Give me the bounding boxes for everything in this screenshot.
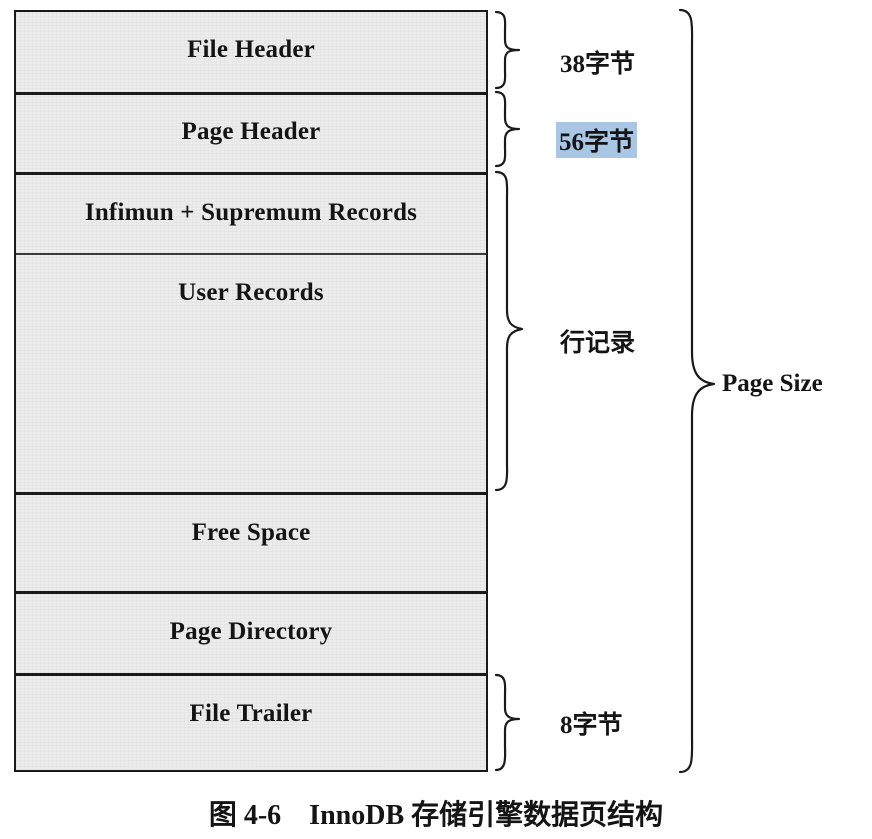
file-header-section: File Header: [16, 12, 486, 92]
page-size-label: Page Size: [722, 370, 823, 397]
infimum-supremum-label: Infimun + Supremum Records: [84, 199, 418, 226]
page-directory-label: Page Directory: [169, 618, 333, 645]
file-header-label: File Header: [187, 36, 315, 63]
file-header-brace: [494, 10, 521, 90]
page-header-brace: [494, 90, 521, 168]
records-label: 行记录: [560, 330, 636, 357]
file-trailer-size-label: 8字节: [560, 712, 623, 739]
page-structure-diagram: File Header Page Header Infimun + Suprem…: [14, 10, 488, 772]
user-records-label: User Records: [178, 279, 324, 306]
figure-caption: 图 4-6 InnoDB 存储引擎数据页结构: [208, 800, 664, 831]
file-header-size-label: 38字节: [560, 51, 636, 78]
page-header-section: Page Header: [16, 92, 486, 172]
page-size-brace: [678, 8, 716, 774]
page-header-size-label: 56字节: [556, 122, 638, 158]
file-trailer-section: File Trailer: [16, 673, 486, 770]
file-trailer-label: File Trailer: [189, 700, 313, 727]
file-trailer-brace: [494, 673, 521, 772]
free-space-label: Free Space: [191, 519, 311, 546]
user-records-section: User Records: [16, 253, 486, 492]
infimum-supremum-section: Infimun + Supremum Records: [16, 172, 486, 253]
page-directory-section: Page Directory: [16, 591, 486, 673]
page-header-label: Page Header: [181, 118, 321, 145]
records-brace: [494, 170, 524, 492]
free-space-section: Free Space: [16, 492, 486, 591]
